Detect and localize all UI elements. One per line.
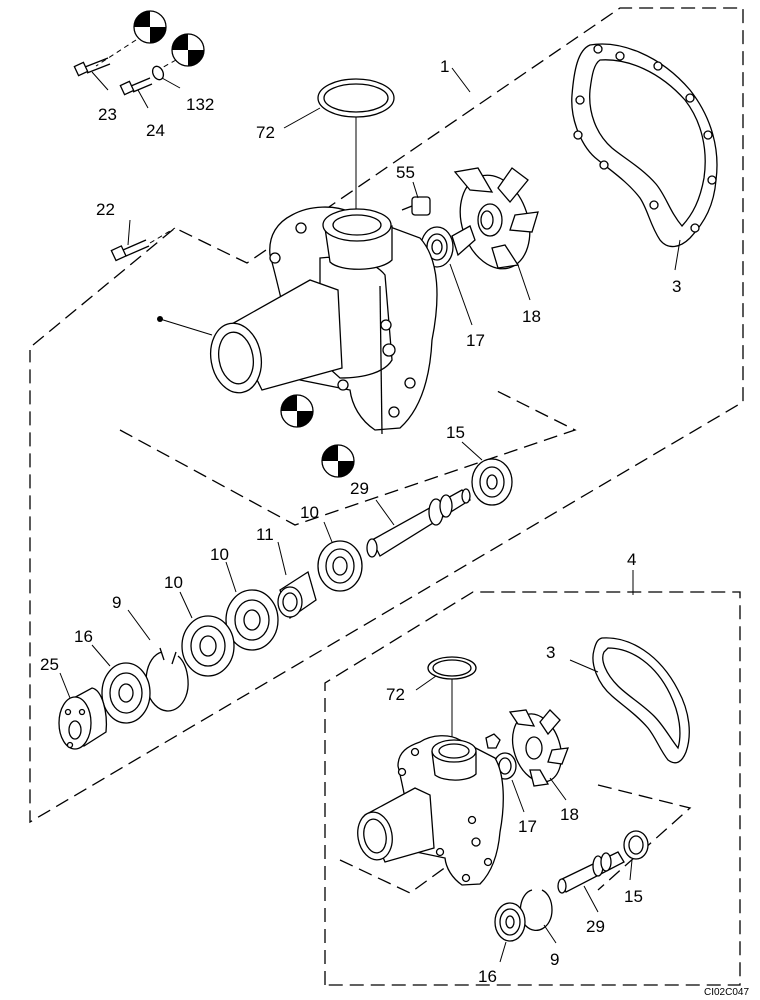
assembly-1-boundary <box>29 7 744 824</box>
gasket-3-small <box>592 637 690 764</box>
snap-ring-9-small <box>519 889 553 931</box>
callout-18: 18 <box>560 805 579 824</box>
callout-17: 17 <box>518 817 537 836</box>
callout-10: 10 <box>164 573 183 592</box>
bearing-10-c <box>181 615 235 677</box>
callout-15: 15 <box>624 887 643 906</box>
callout-29: 29 <box>586 917 605 936</box>
callout-3: 3 <box>546 643 555 662</box>
torque-symbol-icon <box>321 444 355 478</box>
callout-4: 4 <box>627 550 636 569</box>
callout-11: 11 <box>256 525 274 544</box>
bolt-23 <box>73 57 111 77</box>
callout-15: 15 <box>446 423 465 442</box>
plug-55-small <box>485 733 501 749</box>
seal-16-small <box>494 902 526 942</box>
bolt-22 <box>110 239 150 262</box>
callout-72: 72 <box>386 685 405 704</box>
callout-72: 72 <box>256 123 275 142</box>
callout-132: 132 <box>186 95 214 114</box>
pump-body <box>209 206 438 435</box>
plug-55 <box>401 196 431 216</box>
bearing-10-b <box>225 589 279 651</box>
callout-22: 22 <box>96 200 115 219</box>
shaft-area-outline-small <box>597 784 692 891</box>
callout-17: 17 <box>466 331 485 350</box>
o-ring-72-small <box>427 656 477 680</box>
seal-16 <box>101 662 151 724</box>
torque-symbol-icon <box>171 33 205 67</box>
assembly-4-boundary <box>324 591 741 986</box>
pump-base-outline <box>119 389 577 526</box>
shaft-29-small <box>557 851 625 894</box>
callout-3: 3 <box>672 277 681 296</box>
callout-10: 10 <box>210 545 229 564</box>
bolt-24 <box>119 77 153 96</box>
hub-25 <box>58 687 108 750</box>
o-ring-72 <box>317 78 395 118</box>
callout-25: 25 <box>40 655 59 674</box>
callout-1: 1 <box>440 57 449 76</box>
pump-body-small <box>357 735 504 886</box>
spacer-11 <box>277 570 317 620</box>
shaft-29 <box>366 488 471 558</box>
impeller-18-small <box>508 709 569 787</box>
callout-24: 24 <box>146 121 165 140</box>
callout-9: 9 <box>550 950 559 969</box>
bearing-15-small <box>623 830 649 860</box>
snap-ring-9 <box>145 651 189 712</box>
gasket-3 <box>571 43 718 248</box>
callout-10: 10 <box>300 503 319 522</box>
impeller-18 <box>451 167 539 270</box>
torque-symbol-icon <box>133 10 167 44</box>
washer-132 <box>151 65 165 81</box>
callout-55: 55 <box>396 163 415 182</box>
callout-16: 16 <box>74 627 93 646</box>
callout-29: 29 <box>350 479 369 498</box>
bearing-10-a <box>317 540 363 592</box>
callout-18: 18 <box>522 307 541 326</box>
torque-symbol-icon <box>280 394 314 428</box>
diagram-code: CI02C047 <box>704 987 749 998</box>
callout-23: 23 <box>98 105 117 124</box>
bearing-15 <box>471 458 513 506</box>
leader-lines <box>59 67 681 963</box>
callout-9: 9 <box>112 593 121 612</box>
callout-16: 16 <box>478 967 497 986</box>
